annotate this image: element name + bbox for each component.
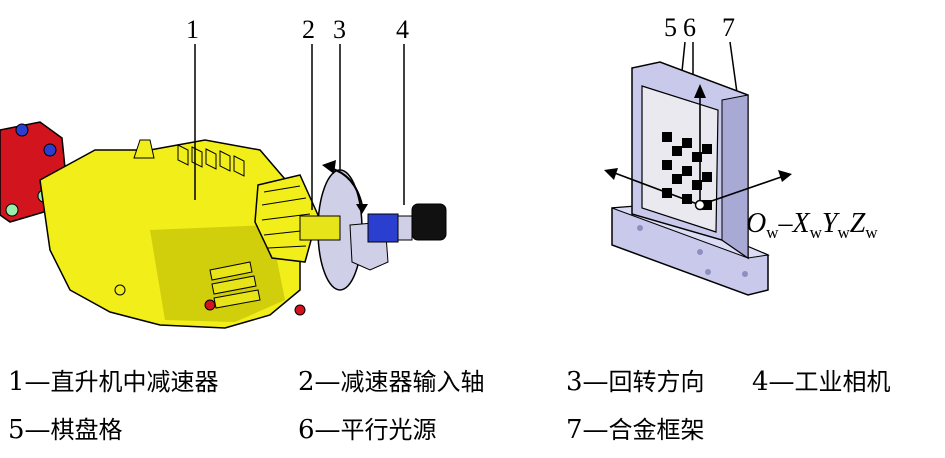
axis-arrow-x [604,168,618,180]
gearbox-lower-fins [209,261,261,309]
legend-row-2: 5—棋盘格 6—平行光源 7—合金框架 [0,410,945,450]
callout-5: 5 [664,13,677,42]
light-panel [641,85,719,233]
world-origin [694,199,706,211]
lifting-eye [133,139,155,159]
legend-item-4: 4—工业相机 [752,367,891,397]
callout-4: 4 [396,15,409,44]
callout-1: 1 [186,15,199,44]
legend-item-3: 3—回转方向 [566,367,705,397]
housing-bolt [204,299,216,311]
callout-7: 7 [722,13,735,42]
camera-lens [411,203,447,241]
axis-arrow-y [694,84,706,98]
input-shaft [299,215,341,241]
rotation-arrowhead-bottom [356,204,368,214]
mount-bolt [15,123,29,137]
legend-item-5: 5—棋盘格 [8,415,123,445]
legend-item-6: 6—平行光源 [298,415,437,445]
calibration-frame [604,61,792,296]
coordinate-label: Ow–XwYwZw [746,208,878,242]
callout-6: 6 [683,13,696,42]
gearbox-drawing [0,121,447,329]
camera-mount [397,215,413,241]
legend-item-1: 1—直升机中减速器 [8,367,219,397]
housing-bolt [114,284,126,296]
callout-3: 3 [333,15,346,44]
legend-item-2: 2—减速器输入轴 [298,367,485,397]
axis-arrow-z [778,170,792,182]
mount-bolt [5,203,19,217]
camera-body [367,213,399,243]
checkerboard [662,132,712,210]
world-axes [611,90,785,206]
leader-lines [194,41,739,210]
mount-bolt [43,143,57,157]
housing-bolt [294,304,306,316]
legend-row-1: 1—直升机中减速器 2—减速器输入轴 3—回转方向 4—工业相机 [0,362,945,402]
callout-2: 2 [302,15,315,44]
rotation-arrowhead-top [322,160,336,174]
legend-item-7: 7—合金框架 [566,415,705,445]
